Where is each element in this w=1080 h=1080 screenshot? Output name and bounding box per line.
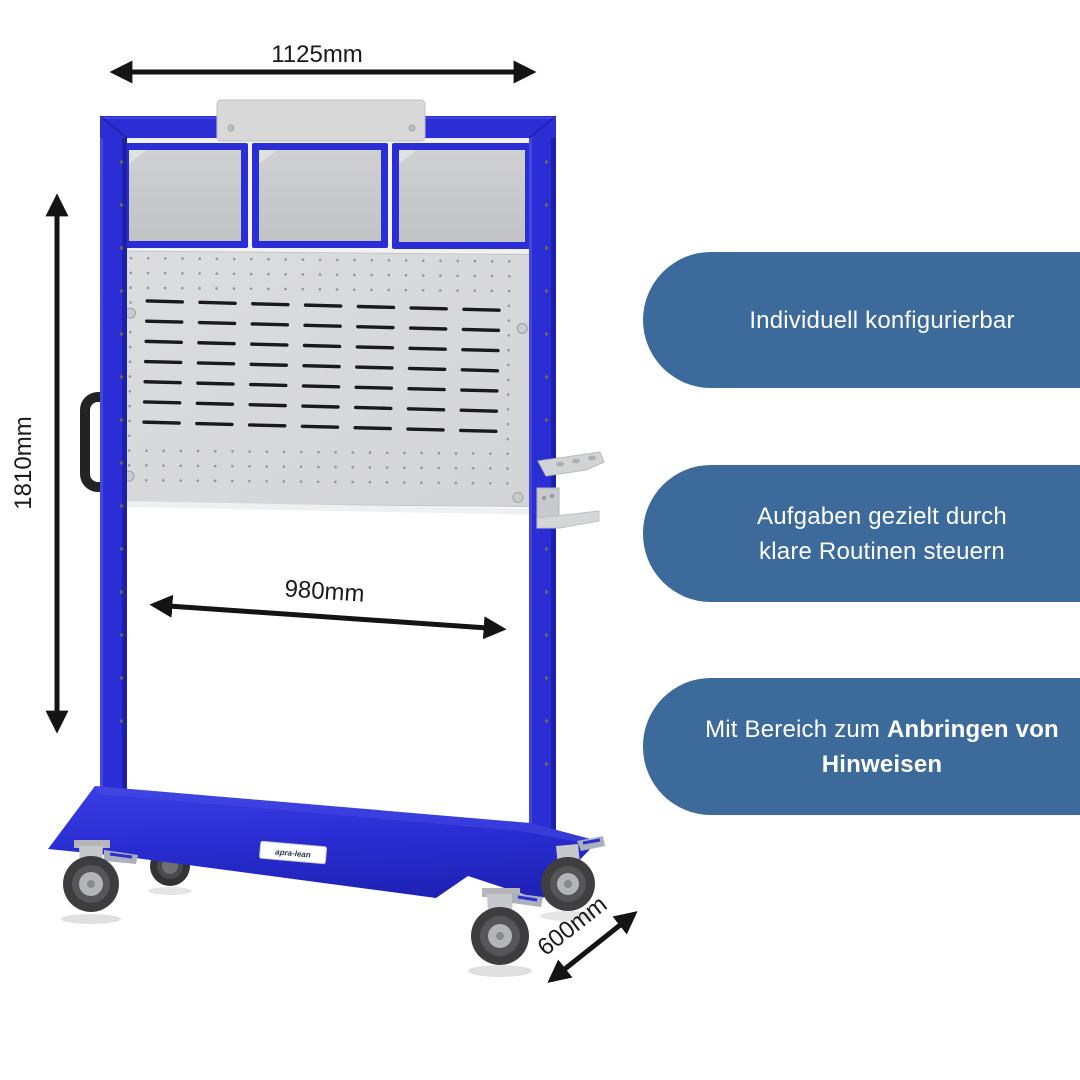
brand-label: apra-lean — [275, 847, 311, 859]
inner-width-dimension-label: 980mm — [284, 575, 366, 608]
display-panels — [122, 143, 532, 249]
inner-width-arrow — [149, 594, 507, 640]
brand-plate: apra-lean — [259, 840, 327, 865]
post-holes — [119, 160, 549, 766]
feature-pill-routines: Aufgaben gezielt durch klare Routinen st… — [643, 465, 1080, 602]
caster-front-left — [61, 840, 138, 924]
pegboard-holes — [127, 256, 511, 485]
accessory-bracket — [536, 451, 605, 529]
feature-text-line1: Mit Bereich zum Anbringen von — [705, 715, 1059, 743]
display-panel-1 — [122, 143, 248, 248]
feature-text-line2: Hinweisen — [821, 750, 943, 778]
base-platform: apra-lean — [48, 786, 598, 900]
feature-text: Individuell konfigurierbar — [749, 306, 1015, 334]
height-dimension-label: 1810mm — [10, 416, 37, 509]
top-name-plate — [216, 99, 426, 142]
width-dimension-label: 1125mm — [271, 41, 363, 68]
feature-text-line2: klare Routinen steuern — [759, 537, 1005, 565]
dimension-annotations — [45, 60, 638, 983]
feature-pill-notices: Mit Bereich zum Anbringen von Hinweisen — [643, 678, 1080, 815]
feature-text-line1: Aufgaben gezielt durch — [757, 502, 1007, 530]
plate-screw-right — [408, 124, 416, 132]
depth-arrow — [547, 911, 638, 983]
caster-front-right — [468, 888, 543, 977]
pegboard-slots — [142, 299, 501, 434]
display-panel-3 — [392, 143, 532, 249]
pegboard-panel — [116, 250, 539, 515]
display-panel-2 — [252, 143, 388, 248]
plate-screw-left — [227, 124, 235, 132]
feature-pill-configurable: Individuell konfigurierbar — [643, 252, 1080, 388]
